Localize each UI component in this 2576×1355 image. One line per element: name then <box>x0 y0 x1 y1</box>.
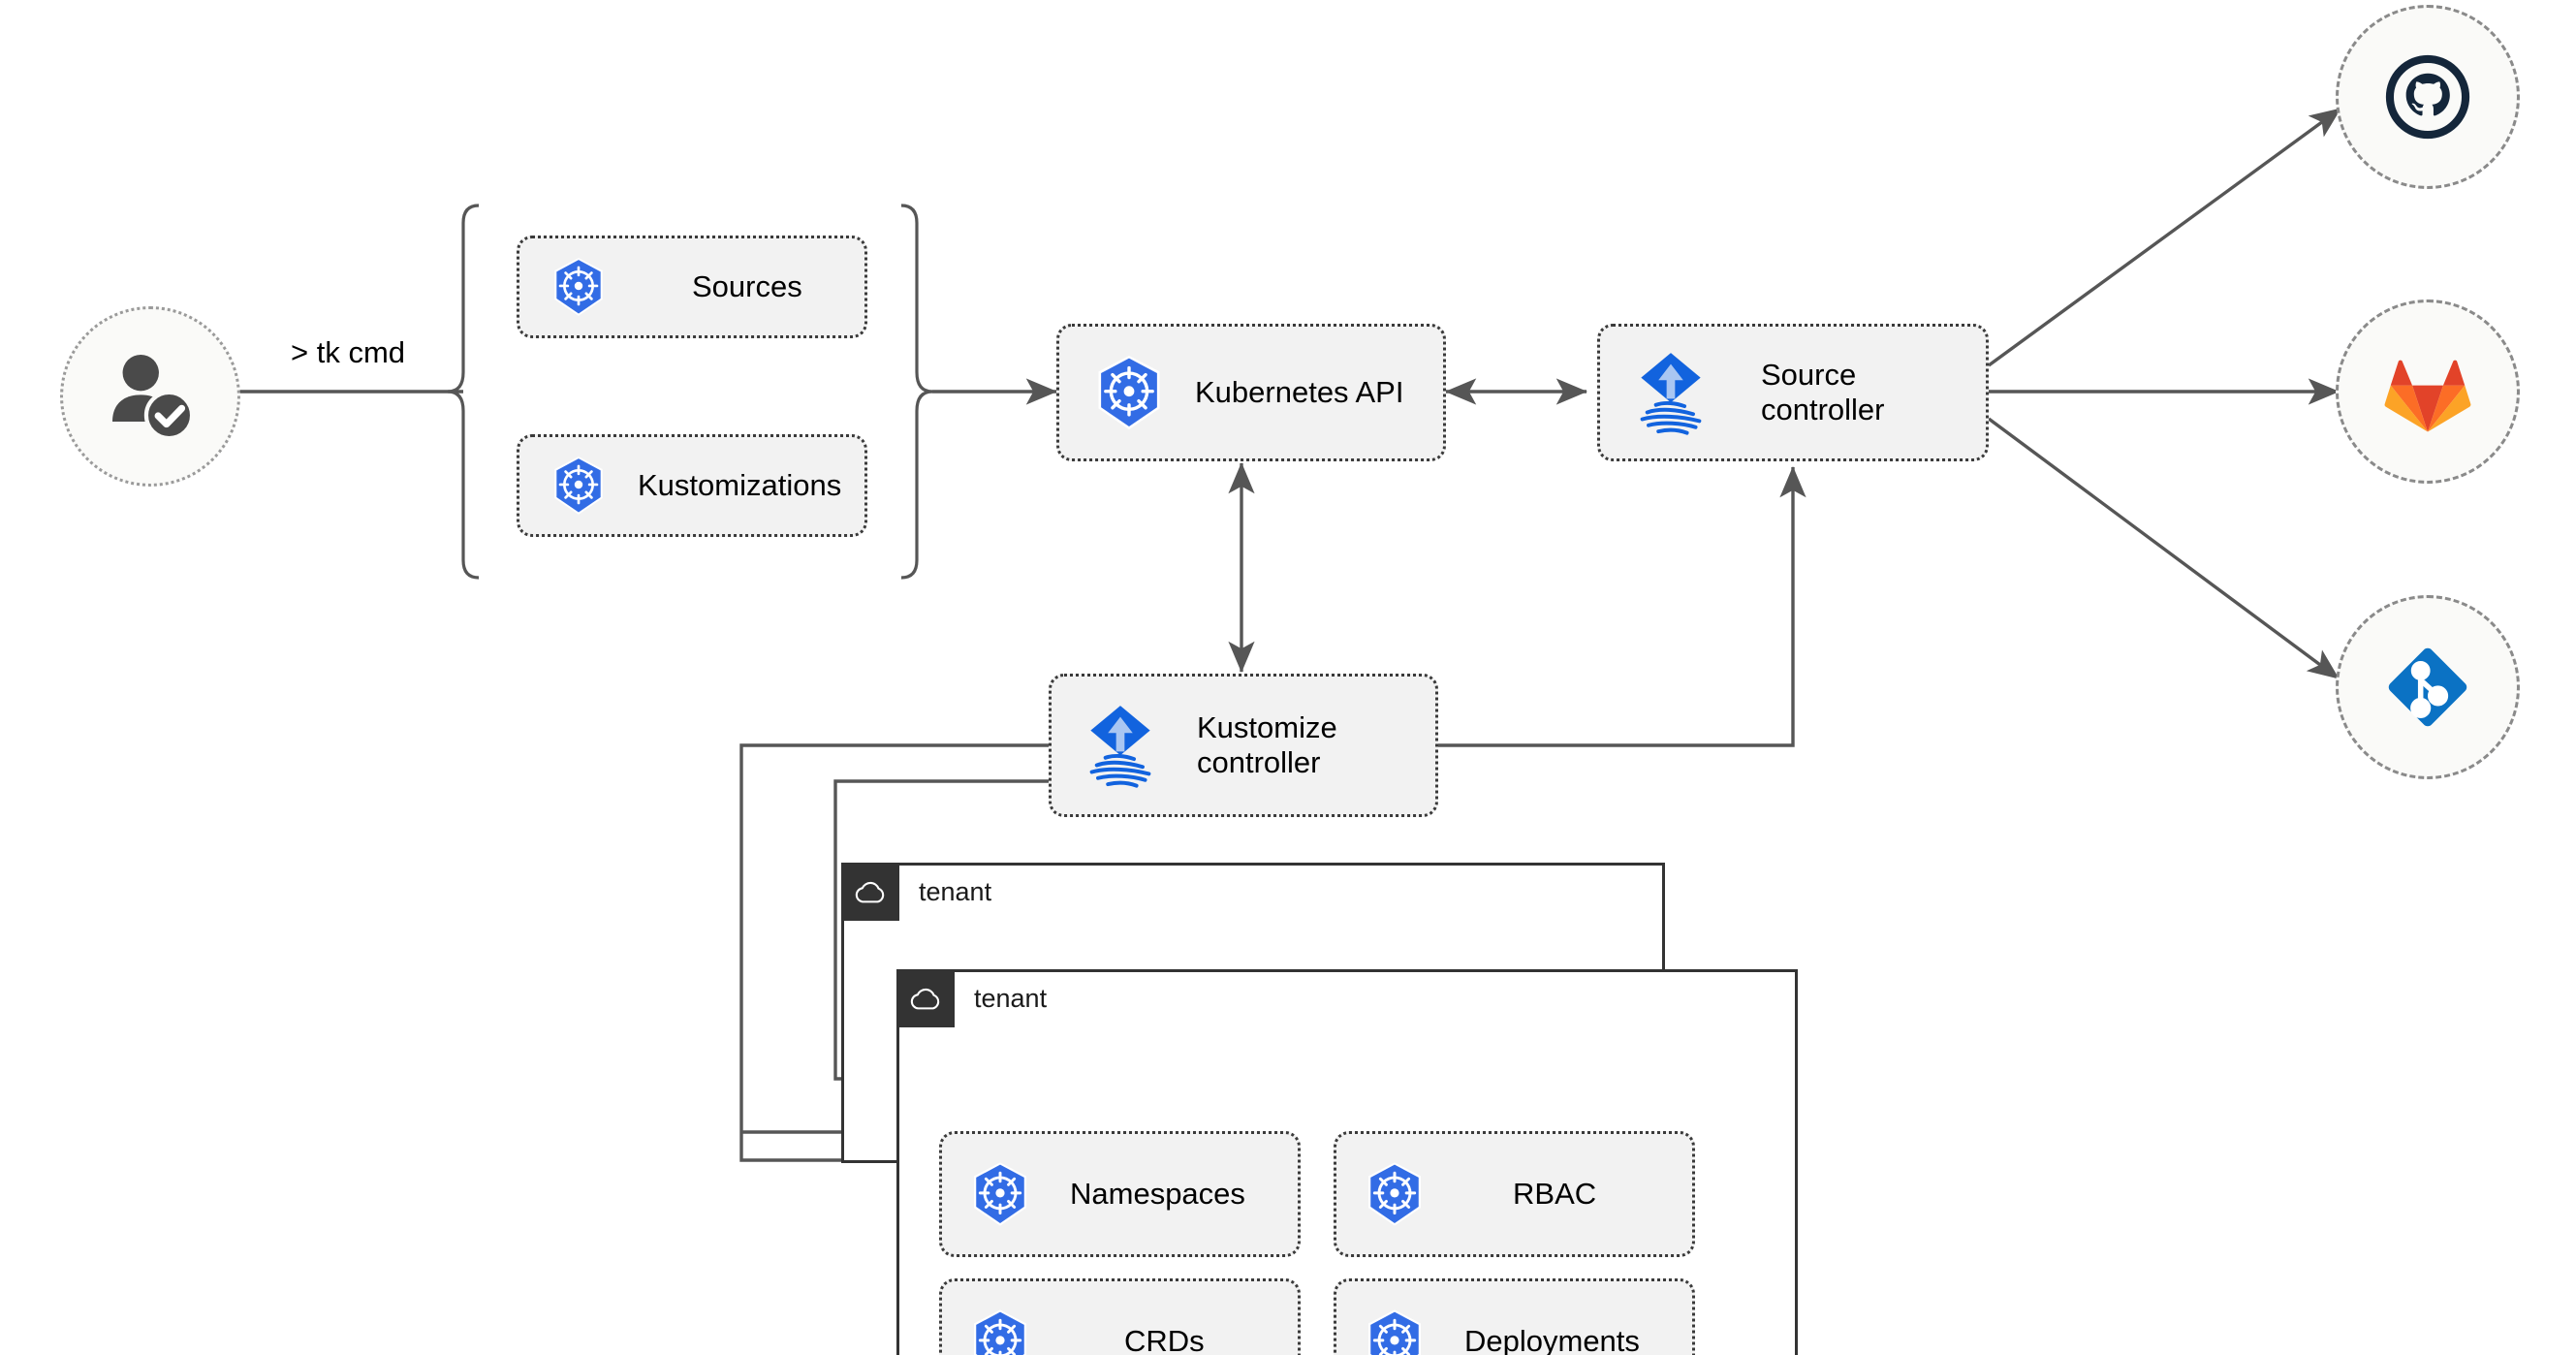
node-kubernetes-api[interactable]: Kubernetes API <box>1056 324 1446 461</box>
node-label: Deployments <box>1464 1324 1640 1355</box>
tenant-label: tenant <box>919 876 992 906</box>
cloud-icon <box>841 863 899 921</box>
kubernetes-icon <box>1360 1159 1429 1229</box>
github-icon <box>2379 48 2476 145</box>
kubernetes-icon <box>965 1307 1035 1355</box>
edge-kustomize-to-source <box>1438 465 1806 747</box>
gitlab-icon <box>2378 344 2477 439</box>
kubernetes-icon <box>1088 352 1170 433</box>
kubernetes-icon <box>547 255 611 319</box>
kubernetes-icon <box>547 454 611 518</box>
command-label: > tk cmd <box>291 335 406 369</box>
node-deployments[interactable]: Deployments <box>1334 1278 1695 1355</box>
node-github[interactable] <box>2336 5 2520 189</box>
node-kustomizations[interactable]: Kustomizations <box>517 434 867 537</box>
tenant-panel-2[interactable]: tenant <box>896 969 1798 1355</box>
cloud-icon <box>899 972 955 1027</box>
flux-icon <box>1081 701 1160 790</box>
node-label: Sources <box>692 269 802 304</box>
node-source-controller[interactable]: Source controller <box>1597 324 1989 461</box>
kubernetes-icon <box>965 1159 1035 1229</box>
node-crds[interactable]: CRDs <box>939 1278 1301 1355</box>
edge-source-to-github <box>1987 107 2342 367</box>
git-icon <box>2377 637 2478 738</box>
node-namespaces[interactable]: Namespaces <box>939 1131 1301 1257</box>
brace-left <box>447 204 480 580</box>
actor-user-node[interactable] <box>60 306 240 487</box>
node-label: CRDs <box>1124 1324 1205 1355</box>
node-label: RBAC <box>1513 1177 1597 1212</box>
node-label: Kustomizations <box>638 468 842 503</box>
node-label: Namespaces <box>1070 1177 1245 1212</box>
brace-right <box>900 204 933 580</box>
tenant-header: tenant <box>899 972 1048 1027</box>
node-label: Kubernetes API <box>1195 375 1404 410</box>
node-gitlab[interactable] <box>2336 299 2520 484</box>
node-kustomize-controller[interactable]: Kustomize controller <box>1049 674 1438 817</box>
tenant-header: tenant <box>841 863 991 921</box>
node-git[interactable] <box>2336 595 2520 779</box>
kubernetes-icon <box>1360 1307 1429 1355</box>
node-label: Source controller <box>1761 358 1885 426</box>
node-sources[interactable]: Sources <box>517 236 867 338</box>
node-rbac[interactable]: RBAC <box>1334 1131 1695 1257</box>
flux-icon <box>1631 348 1711 437</box>
user-verified-icon <box>100 346 201 447</box>
node-label: Kustomize controller <box>1197 710 1337 779</box>
edge-source-to-git <box>1987 417 2340 680</box>
tenant-label: tenant <box>974 983 1048 1013</box>
